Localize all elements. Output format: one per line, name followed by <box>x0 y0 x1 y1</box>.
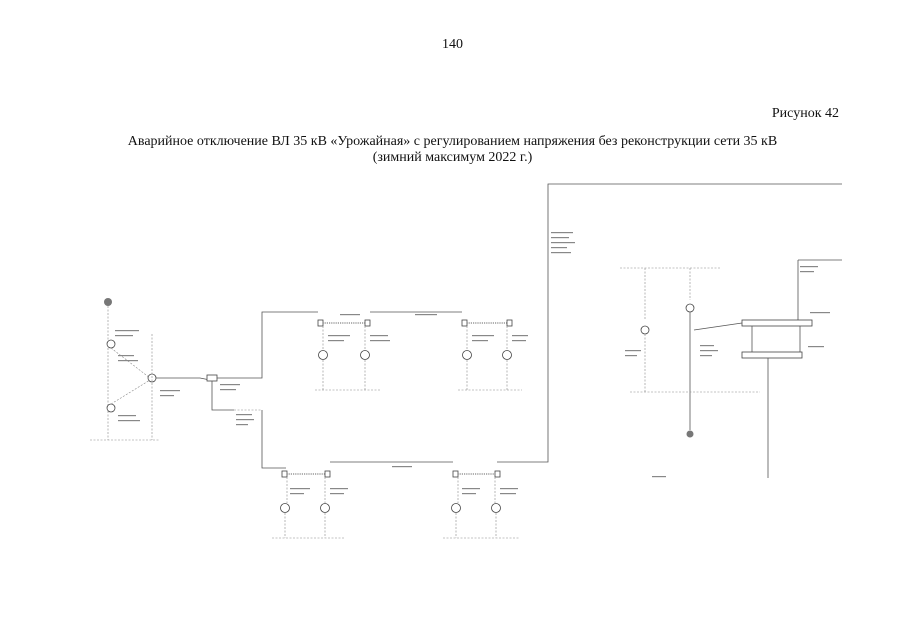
upper-substation-a <box>315 314 390 391</box>
transformer-icon <box>685 303 695 313</box>
transformer-icon <box>280 503 290 513</box>
transformer-icon <box>318 350 328 360</box>
upper-substation-b <box>415 314 528 391</box>
transformer-icon <box>491 503 501 513</box>
tie-line-labels <box>551 232 575 254</box>
figure-title-line-1: Аварийное отключение ВЛ 35 кВ «Урожайная… <box>127 134 778 149</box>
right-substation <box>620 259 842 478</box>
transformer-icon <box>106 339 116 349</box>
transformer-icon <box>451 503 461 513</box>
figure-label: Рисунок 42 <box>771 106 839 121</box>
generator-icon <box>104 298 112 306</box>
transformer-icon <box>462 350 472 360</box>
left-source-substation <box>90 298 211 441</box>
page-number: 140 <box>442 37 463 52</box>
transformer-icon <box>502 350 512 360</box>
figure-title: Аварийное отключение ВЛ 35 кВ «Урожайная… <box>80 134 825 166</box>
lower-substation-b <box>392 466 520 539</box>
lower-substation-a <box>272 470 348 539</box>
tie-line <box>497 183 842 463</box>
generator-icon <box>686 430 694 438</box>
figure-title-line-2: (зимний максимум 2022 г.) <box>372 150 533 165</box>
transformer-icon <box>106 403 116 413</box>
transformer-icon <box>640 325 650 335</box>
junction-node <box>206 311 318 469</box>
transformer-icon <box>320 503 330 513</box>
transformer-icon <box>360 350 370 360</box>
